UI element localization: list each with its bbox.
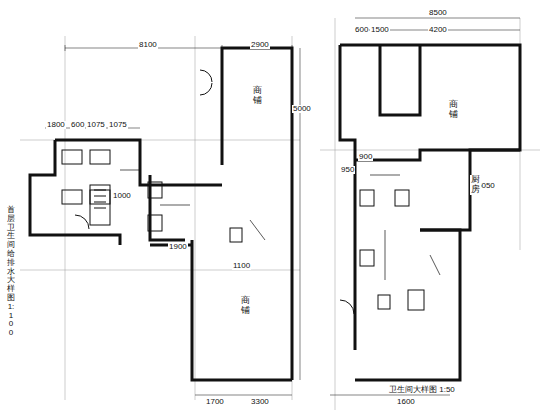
dimension-text: 950 [340,166,355,174]
drawing-title: 首层卫生间给排水大样图 1:100 [6,206,16,338]
dimension-text: 600 [70,121,85,129]
dimension-text: 卫生间大样图 1:50 [388,386,456,394]
dimension-text: 1075 [108,121,128,129]
dimension-text: 2900 [250,41,270,49]
dimension-text: 1500 [370,26,390,34]
dimension-text: 8500 [428,9,448,17]
dimension-text: 600 [354,26,369,34]
dimension-text: 5000 [292,105,312,113]
dimension-text: 1100 [232,262,251,270]
room-name: 商铺 [252,86,263,106]
room-name: 厨房 [470,175,481,195]
dimension-text: 1800 [46,121,66,129]
dimension-lines [45,18,520,395]
room-name: 商铺 [448,100,459,120]
dimension-text: 1075 [86,121,106,129]
dimension-text: 1600 [396,398,416,406]
dimension-text: 1000 [112,192,132,200]
walls [30,45,520,380]
dimension-text: 4200 [428,26,448,34]
dimension-text: 8100 [138,41,158,49]
pipe-lines [120,170,440,280]
dimension-text: 3300 [250,398,270,406]
dimension-text: 900 [358,153,373,161]
dimension-text: 1900 [168,243,188,251]
dimension-text: 1700 [205,398,225,406]
fixtures [62,70,424,314]
room-name: 商铺 [240,296,251,316]
grid-lines [20,18,540,410]
